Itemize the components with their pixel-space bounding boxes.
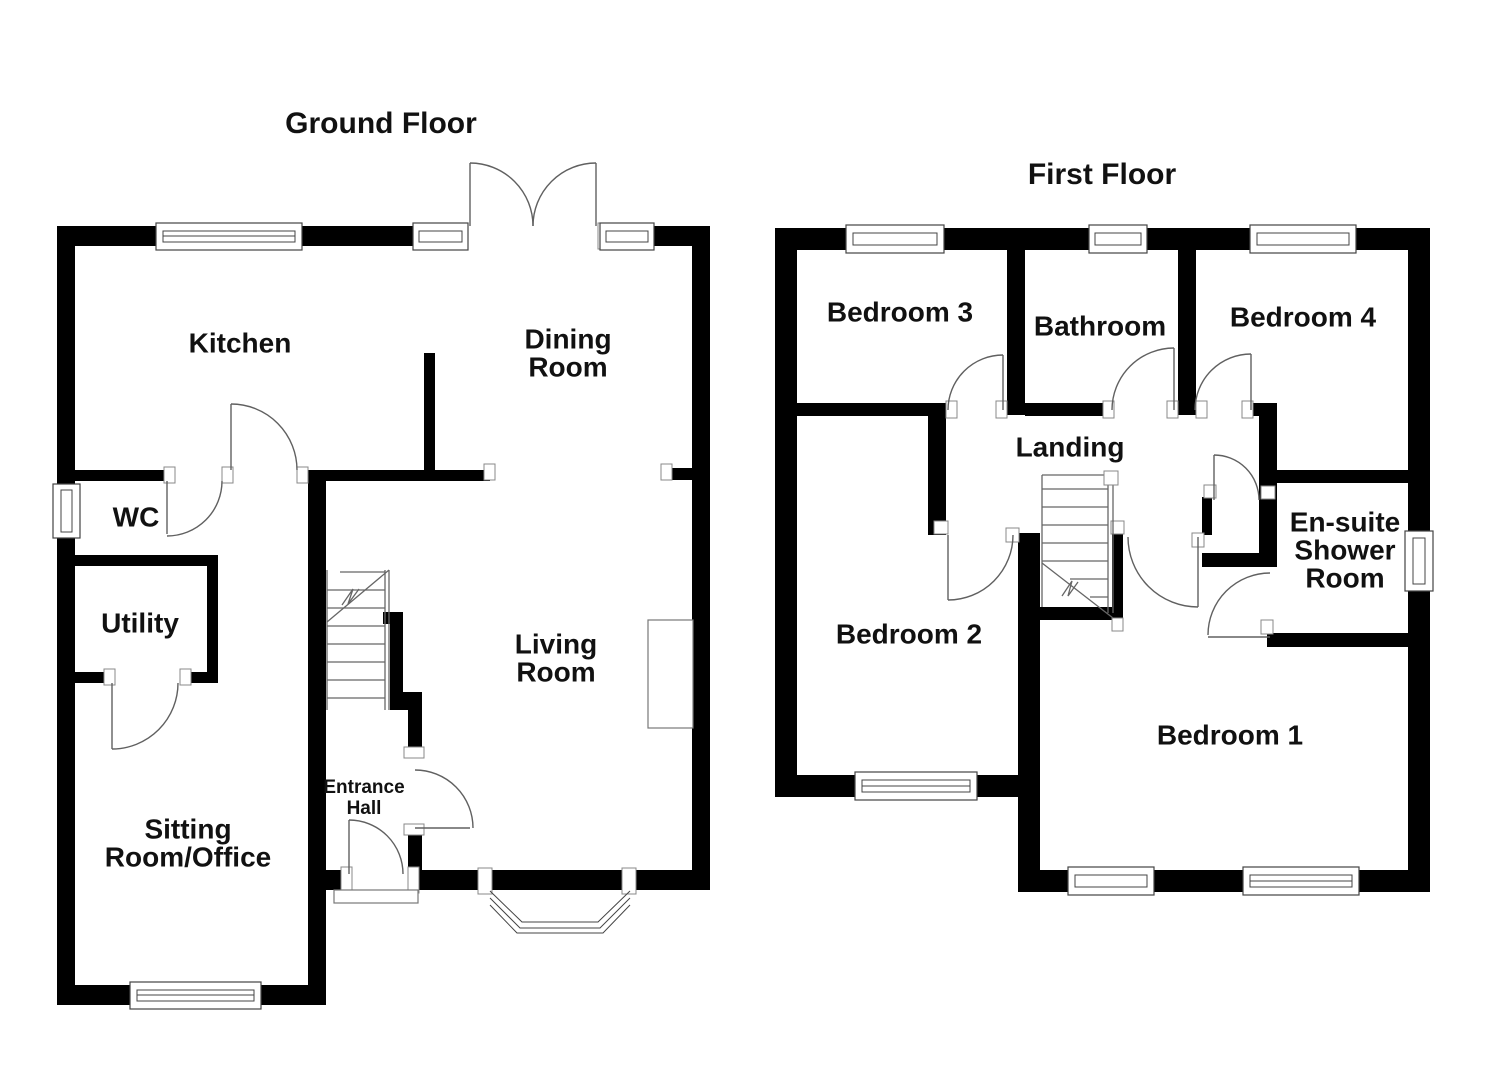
dining-window-left-icon xyxy=(412,222,469,251)
room-label-utility: Utility xyxy=(101,607,179,638)
living-room-fixture xyxy=(647,619,694,729)
ensuite-window-icon xyxy=(1404,530,1434,592)
room-label-dining-line1: Dining xyxy=(524,323,611,354)
room-label-wc: WC xyxy=(113,501,160,532)
ground-floor-windows xyxy=(52,222,694,1010)
room-label-bedroom3: Bedroom 3 xyxy=(827,296,973,327)
room-label-ensuite-line1: En-suite xyxy=(1290,506,1400,537)
sitting-room-window-icon xyxy=(129,981,262,1010)
bedroom1-window-left-icon xyxy=(1067,866,1155,896)
room-label-entrance-line1: Entrance xyxy=(323,777,404,798)
kitchen-window-icon xyxy=(155,222,303,251)
ground-floor-title: Ground Floor xyxy=(285,107,477,140)
bedroom4-window-icon xyxy=(1249,224,1357,254)
bathroom-window-icon xyxy=(1088,224,1148,254)
bedroom3-window-icon xyxy=(845,224,945,254)
first-floor-title: First Floor xyxy=(1028,158,1177,191)
ground-floor-doors xyxy=(111,162,597,875)
room-label-sitting-line2: Room/Office xyxy=(105,841,271,872)
room-label-bedroom1: Bedroom 1 xyxy=(1157,719,1303,750)
bay-window-icon xyxy=(477,867,637,934)
first-floor-doors xyxy=(947,347,1271,638)
ground-floor-stairs-icon xyxy=(326,569,390,710)
room-label-ensuite-line2: Shower xyxy=(1294,534,1395,565)
room-label-entrance-line2: Hall xyxy=(347,798,382,819)
room-label-bedroom4: Bedroom 4 xyxy=(1230,301,1377,332)
front-door-threshold xyxy=(333,889,419,904)
bedroom1-window-right-icon xyxy=(1242,866,1360,896)
room-label-bedroom2: Bedroom 2 xyxy=(836,618,982,649)
first-floor-openings xyxy=(933,400,1276,635)
first-floor-plan: First Floor Bedroom 3 Bathroom Bedroom 4… xyxy=(775,158,1434,896)
room-label-bathroom: Bathroom xyxy=(1034,310,1166,341)
room-label-ensuite-line3: Room xyxy=(1305,562,1384,593)
ground-floor-plan: Ground Floor Kitchen Dining Room WC Util… xyxy=(52,107,710,1010)
room-label-living-line1: Living xyxy=(515,628,597,659)
room-label-sitting-line1: Sitting xyxy=(144,813,231,844)
wc-window-icon xyxy=(52,483,81,539)
dining-window-right-icon xyxy=(599,222,655,251)
room-label-landing: Landing xyxy=(1016,431,1125,462)
room-label-living-line2: Room xyxy=(516,656,595,687)
first-floor-windows xyxy=(845,224,1434,896)
first-floor-stairs-icon xyxy=(1041,470,1119,619)
room-label-kitchen: Kitchen xyxy=(189,327,292,358)
bedroom2-window-icon xyxy=(854,771,978,801)
room-label-dining-line2: Room xyxy=(528,351,607,382)
